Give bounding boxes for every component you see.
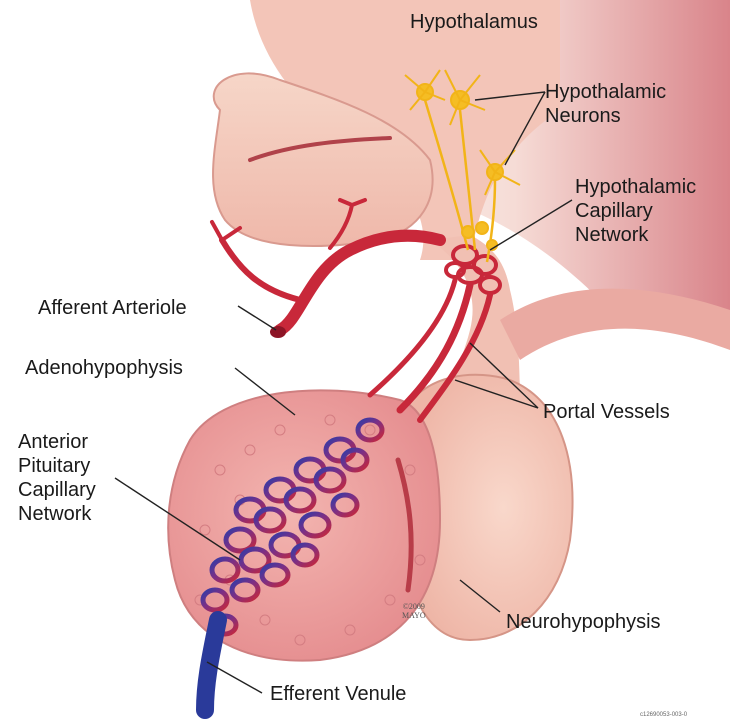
label-line: Hypothalamic: [545, 80, 666, 104]
label-line: Network: [575, 223, 696, 247]
label-line: Network: [18, 502, 96, 526]
label-portal-vessels: Portal Vessels: [543, 400, 670, 424]
label-line: Pituitary: [18, 454, 96, 478]
leader-afferent: [238, 306, 276, 330]
label-line: Anterior: [18, 430, 96, 454]
label-adenohypophysis: Adenohypophysis: [25, 356, 183, 380]
label-neurohypophysis: Neurohypophysis: [506, 610, 661, 634]
label-hypothalamus: Hypothalamus: [410, 10, 538, 34]
copyright-mark: ©2009 MAYO: [402, 602, 426, 620]
label-line: Capillary: [18, 478, 96, 502]
copyright-line: ©2009: [402, 602, 426, 611]
label-line: Neurons: [545, 104, 666, 128]
image-code: c12690053-003-0: [640, 712, 687, 718]
copyright-line: MAYO: [402, 611, 426, 620]
label-efferent-venule: Efferent Venule: [270, 682, 406, 706]
arteriole-branch: [222, 240, 300, 300]
label-line: Capillary: [575, 199, 696, 223]
label-line: Hypothalamic: [575, 175, 696, 199]
afferent-arteriole-vessel: [280, 236, 440, 330]
label-afferent-arteriole: Afferent Arteriole: [38, 296, 187, 320]
label-hypothalamic-neurons: Hypothalamic Neurons: [545, 80, 666, 128]
portal-vessel-3: [370, 280, 455, 395]
label-hypothalamic-capillary-network: Hypothalamic Capillary Network: [575, 175, 696, 247]
label-anterior-pituitary-capillary-network: Anterior Pituitary Capillary Network: [18, 430, 96, 526]
